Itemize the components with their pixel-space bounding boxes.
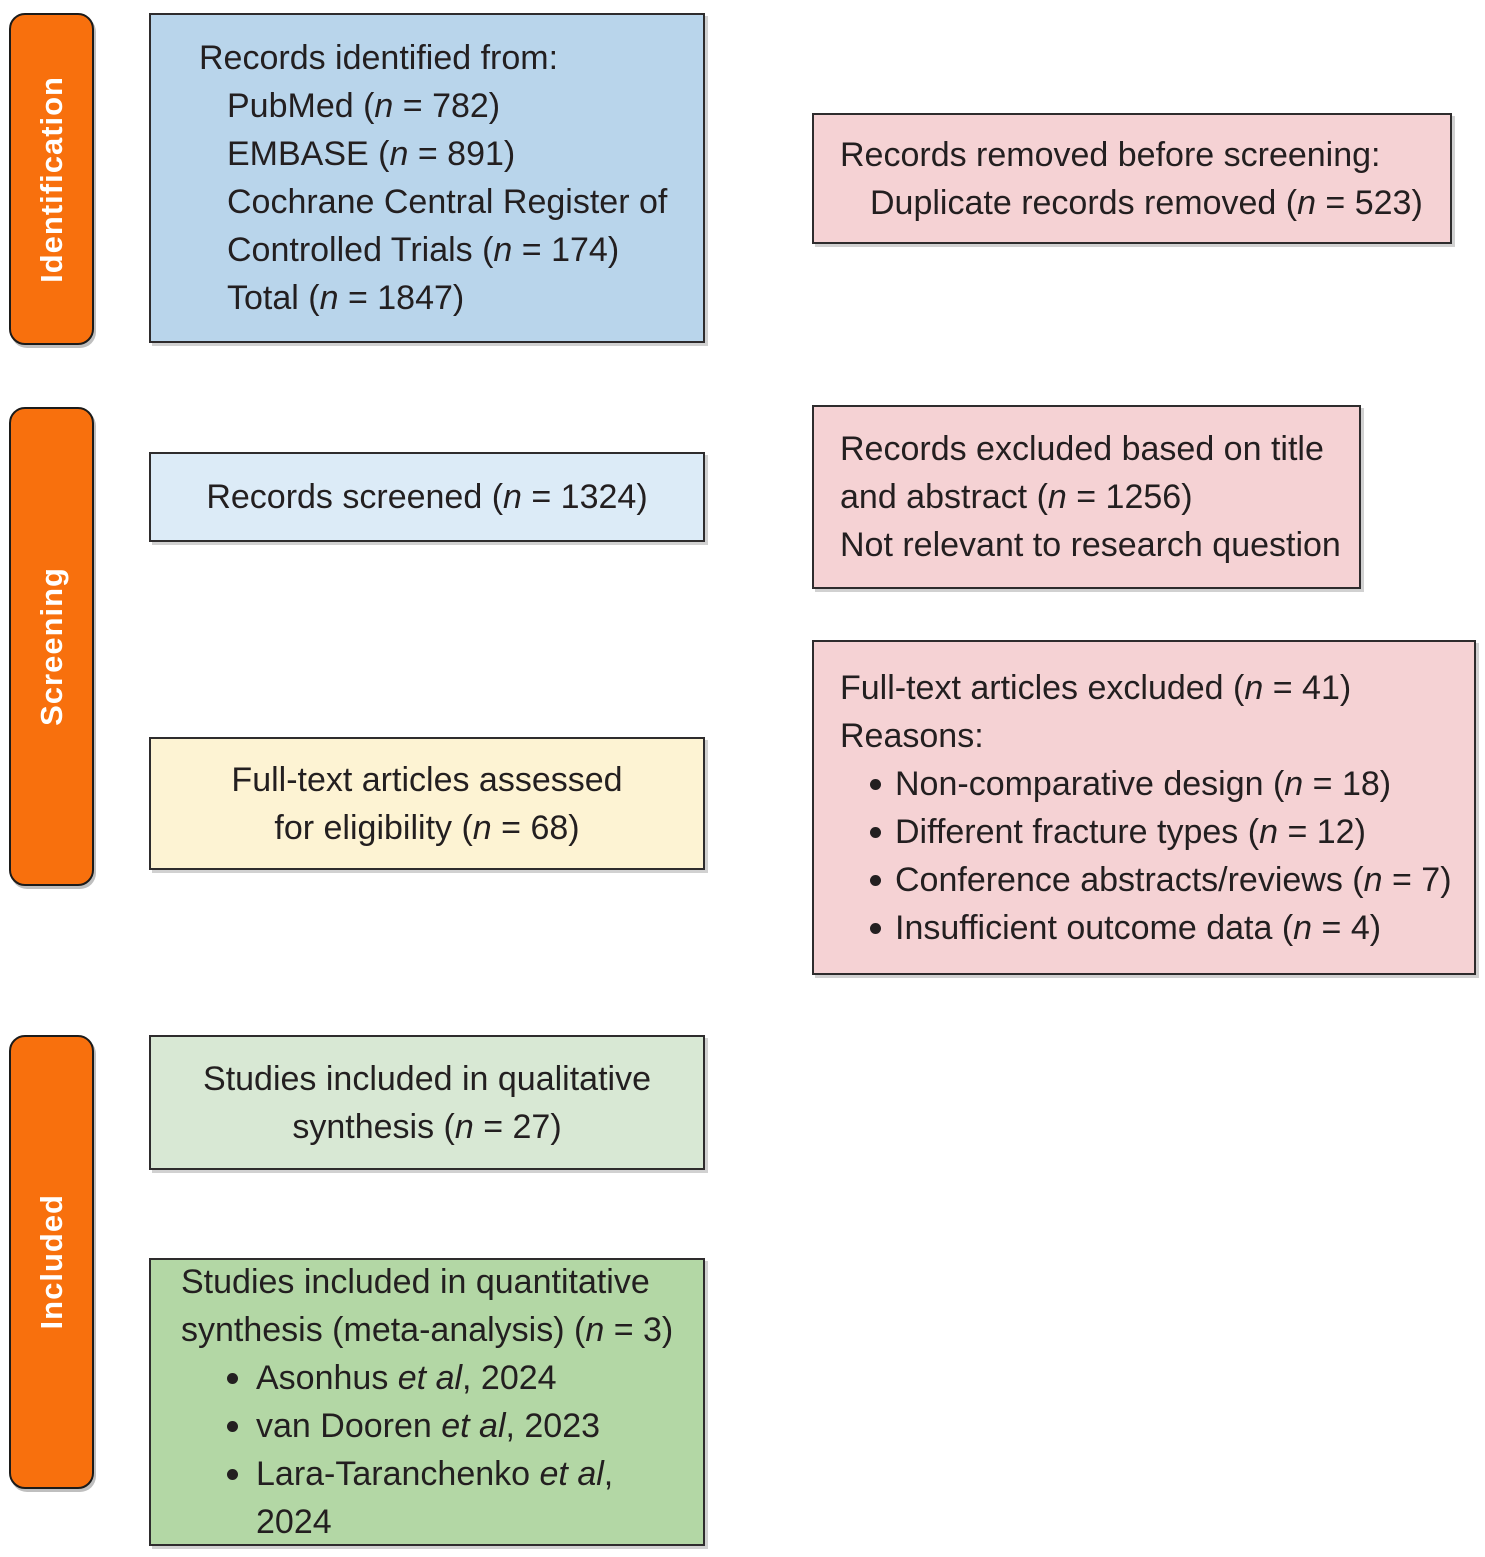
box-line: and abstract (n = 1256) bbox=[840, 478, 1193, 516]
bullet-icon bbox=[870, 826, 881, 838]
bullet-row: van Dooren et al, 2023 bbox=[181, 1402, 695, 1450]
bullet-text: Lara-Taranchenko et al, 2024 bbox=[256, 1455, 614, 1541]
bullet-row: Lara-Taranchenko et al, 2024 bbox=[181, 1450, 695, 1546]
bullet-row: Different fracture types (n = 12) bbox=[840, 808, 1468, 856]
box-line: Studies included in qualitative bbox=[203, 1059, 651, 1098]
bullet-icon bbox=[870, 922, 881, 934]
box-line: Records excluded based on title bbox=[840, 430, 1324, 468]
box-line: Studies included in quantitative bbox=[181, 1263, 650, 1301]
box-item: Total (n = 1847) bbox=[227, 279, 465, 317]
bullet-icon bbox=[227, 1469, 238, 1480]
stage-bar-screening: Screening bbox=[9, 407, 94, 886]
box-records-screened: Records screened (n = 1324) bbox=[149, 452, 705, 542]
box-quantitative-synthesis: Studies included in quantitative synthes… bbox=[149, 1258, 705, 1546]
box-qualitative-synthesis: Studies included in qualitative synthesi… bbox=[149, 1035, 705, 1170]
box-item: Duplicate records removed (n = 523) bbox=[870, 183, 1423, 222]
box-fulltext-excluded: Full-text articles excluded (n = 41) Rea… bbox=[812, 640, 1476, 975]
bullet-icon bbox=[870, 874, 881, 886]
box-item: EMBASE (n = 891) bbox=[227, 135, 516, 173]
stage-bar-identification-label: Identification bbox=[33, 75, 69, 283]
bullet-row: Insufficient outcome data (n = 4) bbox=[840, 904, 1468, 952]
bullet-text: van Dooren et al, 2023 bbox=[256, 1407, 601, 1445]
bullet-row: Asonhus et al, 2024 bbox=[181, 1354, 695, 1402]
box-line: Not relevant to research question bbox=[840, 526, 1341, 564]
box-item: Cochrane Central Register of Controlled … bbox=[227, 183, 668, 269]
box-title: Records identified from: bbox=[199, 39, 559, 77]
bullet-text: Conference abstracts/reviews (n = 7) bbox=[895, 860, 1452, 899]
stage-bar-identification: Identification bbox=[9, 13, 94, 345]
box-line: synthesis (meta-analysis) (n = 3) bbox=[181, 1311, 674, 1349]
bullet-text: Asonhus et al, 2024 bbox=[256, 1359, 557, 1397]
stage-bar-screening-label: Screening bbox=[33, 567, 69, 726]
box-line: Full-text articles assessed bbox=[231, 760, 623, 799]
box-item: PubMed (n = 782) bbox=[227, 87, 501, 125]
stage-bar-included: Included bbox=[9, 1035, 94, 1489]
bullet-row: Conference abstracts/reviews (n = 7) bbox=[840, 856, 1468, 904]
bullet-row: Non-comparative design (n = 18) bbox=[840, 760, 1468, 808]
box-records-excluded-title-abstract: Records excluded based on title and abst… bbox=[812, 405, 1361, 589]
bullet-icon bbox=[227, 1421, 238, 1432]
box-title: Records removed before screening: bbox=[840, 135, 1381, 174]
box-line: Records screened (n = 1324) bbox=[206, 478, 648, 516]
bullet-icon bbox=[870, 778, 881, 790]
box-line: synthesis (n = 27) bbox=[292, 1107, 562, 1146]
bullet-text: Non-comparative design (n = 18) bbox=[895, 764, 1392, 803]
box-records-removed-before-screening: Records removed before screening: Duplic… bbox=[812, 113, 1452, 244]
box-title: Full-text articles excluded (n = 41) bbox=[840, 668, 1352, 707]
bullet-text: Different fracture types (n = 12) bbox=[895, 812, 1366, 851]
box-line: for eligibility (n = 68) bbox=[274, 808, 580, 847]
box-records-identified: Records identified from: PubMed (n = 782… bbox=[149, 13, 705, 343]
bullet-text: Insufficient outcome data (n = 4) bbox=[895, 908, 1382, 947]
box-fulltext-assessed: Full-text articles assessed for eligibil… bbox=[149, 737, 705, 870]
stage-bar-included-label: Included bbox=[33, 1194, 69, 1330]
box-subtitle: Reasons: bbox=[840, 716, 984, 755]
bullet-icon bbox=[227, 1373, 238, 1384]
